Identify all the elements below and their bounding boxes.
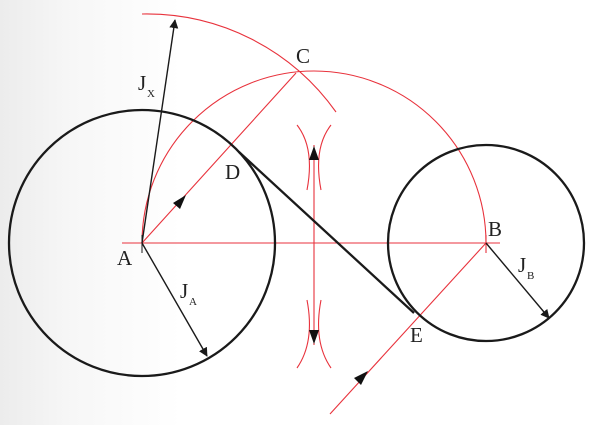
label-point-a: A — [117, 246, 133, 270]
radius-jb-arrow — [485, 242, 550, 319]
label-radius-jx: J — [138, 71, 146, 95]
radius-dimensions — [141, 19, 550, 357]
bisector-arc-top-left — [296, 124, 310, 191]
ab-semicircle — [141, 70, 487, 244]
bisector-arc-top-right — [318, 124, 332, 191]
label-radius-jx-subscript: X — [147, 88, 155, 100]
label-radius-ja: J — [180, 279, 188, 303]
arrowhead-line-ac — [173, 195, 186, 209]
bisector-arc-bottom-right — [318, 299, 332, 369]
radius-jx-arc — [141, 13, 337, 113]
outlines — [7, 108, 586, 378]
arrowhead-line-be — [354, 371, 368, 385]
line-a-c — [141, 72, 297, 244]
label-radius-ja-subscript: A — [189, 296, 197, 308]
radius-ja-arrow — [141, 242, 208, 357]
label-point-c: C — [296, 44, 310, 68]
construction-arrowheads — [173, 146, 368, 385]
label-radius-jb-subscript: B — [527, 270, 534, 282]
tangent-line-de — [238, 151, 415, 314]
label-point-d: D — [225, 160, 240, 184]
construction-lines — [122, 13, 500, 415]
radius-jx-arrow — [141, 19, 179, 244]
arrowhead-bisector-up — [309, 146, 319, 160]
label-radius-jb: J — [518, 253, 526, 277]
arrowhead-bisector-down — [309, 330, 319, 344]
bisector-arc-bottom-left — [296, 299, 310, 369]
circle-a — [7, 108, 277, 378]
label-point-b: B — [488, 217, 502, 241]
line-b-e-parallel — [329, 242, 487, 415]
circle-b — [386, 143, 586, 343]
label-point-e: E — [410, 323, 423, 347]
